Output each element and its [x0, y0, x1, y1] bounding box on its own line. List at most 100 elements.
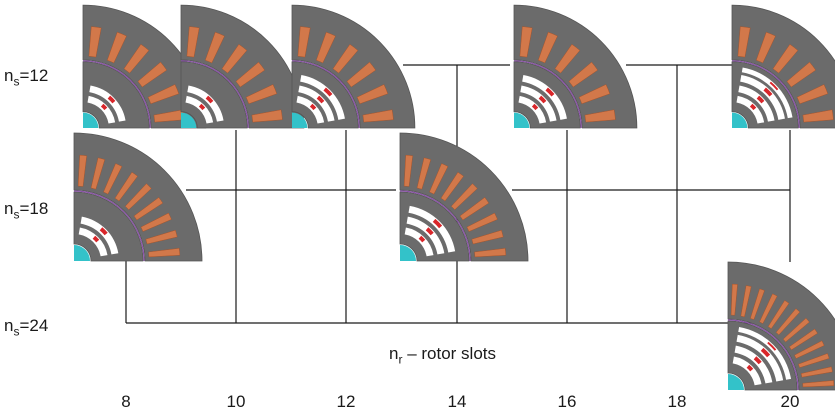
shaft — [74, 245, 90, 261]
air-gap — [731, 60, 800, 129]
flux-barrier — [298, 85, 335, 122]
stator-winding — [148, 248, 181, 258]
stator-winding — [450, 183, 478, 211]
stator-winding — [519, 26, 533, 58]
rotor-lamination — [82, 61, 150, 129]
flux-barrier — [738, 85, 775, 122]
motor-section — [291, 4, 416, 129]
stator-winding — [235, 61, 266, 88]
stator-winding — [332, 43, 359, 74]
tick-label: 8 — [121, 392, 131, 411]
row-label-ns-18: ns=18 — [4, 199, 49, 222]
motor-section — [731, 4, 835, 129]
flux-barrier — [80, 216, 119, 255]
flux-barrier — [87, 95, 116, 124]
stator-winding — [145, 229, 178, 245]
stator-winding — [798, 353, 830, 368]
stator-winding — [802, 380, 835, 388]
motor-section — [82, 4, 207, 129]
flux-barrier — [736, 95, 765, 124]
stator-winding — [429, 163, 449, 195]
shaft — [728, 374, 744, 390]
stator-winding — [759, 293, 778, 324]
stator-winding — [186, 26, 200, 58]
stator-winding — [315, 31, 336, 64]
stator-winding — [137, 61, 168, 88]
rotor-magnet — [425, 227, 434, 236]
air-gap — [180, 60, 249, 129]
rotor-magnet — [309, 103, 317, 111]
stator-winding — [77, 154, 87, 187]
stator-winding — [133, 197, 164, 221]
stator-winding — [459, 197, 490, 221]
flux-barrier — [404, 227, 434, 257]
stator-winding — [786, 61, 817, 88]
flux-barrier — [78, 227, 108, 257]
stator-winding — [90, 157, 106, 190]
stator-winding — [802, 109, 834, 123]
rotor-magnet — [99, 227, 108, 236]
motor-sections — [73, 4, 835, 391]
flux-barrier — [520, 85, 557, 122]
stator-winding — [767, 300, 790, 330]
flux-barrier — [740, 75, 785, 120]
rotor-magnet — [316, 95, 325, 104]
stator-winding — [796, 84, 829, 105]
stator-winding — [737, 26, 751, 58]
rotor-magnet — [432, 218, 443, 229]
rotor-magnet — [198, 103, 206, 111]
rotor-magnet — [767, 341, 777, 351]
tick-label: 14 — [447, 392, 467, 411]
motor-section — [399, 132, 529, 262]
flux-barrier — [518, 95, 547, 124]
flux-barrier — [185, 95, 214, 124]
shaft — [514, 112, 530, 128]
shaft — [400, 245, 416, 261]
stator-lamination — [291, 4, 416, 129]
tick-label: 16 — [557, 392, 577, 411]
air-gap — [82, 60, 151, 129]
flux-barrier — [406, 216, 445, 255]
stator-winding — [578, 84, 611, 105]
stator-winding — [568, 61, 599, 88]
rotor-magnet — [756, 95, 765, 104]
stator-winding — [788, 328, 818, 351]
air-gap — [513, 60, 582, 129]
rotor-magnet — [538, 95, 547, 104]
rotor-magnet — [746, 364, 754, 372]
tick-label: 20 — [780, 392, 800, 411]
motor-section — [180, 4, 305, 129]
stator-winding — [204, 31, 225, 64]
stator-winding — [584, 109, 616, 123]
rotor-magnet — [545, 87, 555, 97]
rotor-magnet — [205, 95, 214, 104]
shaft — [292, 112, 308, 128]
stator-winding — [346, 61, 377, 88]
rotor-magnet — [763, 87, 773, 97]
rotor-magnet — [531, 103, 539, 111]
motor-section — [727, 261, 835, 391]
rotor-magnet — [418, 235, 426, 243]
row-label-ns-12: ns=12 — [4, 66, 49, 89]
stator-winding — [440, 171, 464, 202]
shaft — [181, 112, 197, 128]
flux-barrier — [408, 205, 456, 253]
stator-winding — [794, 340, 825, 359]
motor-section — [513, 4, 638, 129]
air-gap — [727, 319, 799, 391]
flux-barrier — [732, 356, 762, 386]
stator-winding — [245, 84, 278, 105]
stator-winding — [403, 154, 413, 187]
flux-barrier — [187, 85, 224, 122]
flux-barrier — [736, 334, 784, 382]
rotor-magnet — [92, 235, 100, 243]
tick-label: 12 — [336, 392, 356, 411]
flux-barrier — [522, 75, 567, 120]
flux-barrier — [738, 326, 792, 380]
rotor-magnet — [769, 81, 779, 91]
rotor-magnet — [749, 103, 757, 111]
stator-winding — [471, 229, 504, 245]
rotor-magnet — [323, 87, 333, 97]
shaft — [83, 112, 99, 128]
shaft — [732, 112, 748, 128]
